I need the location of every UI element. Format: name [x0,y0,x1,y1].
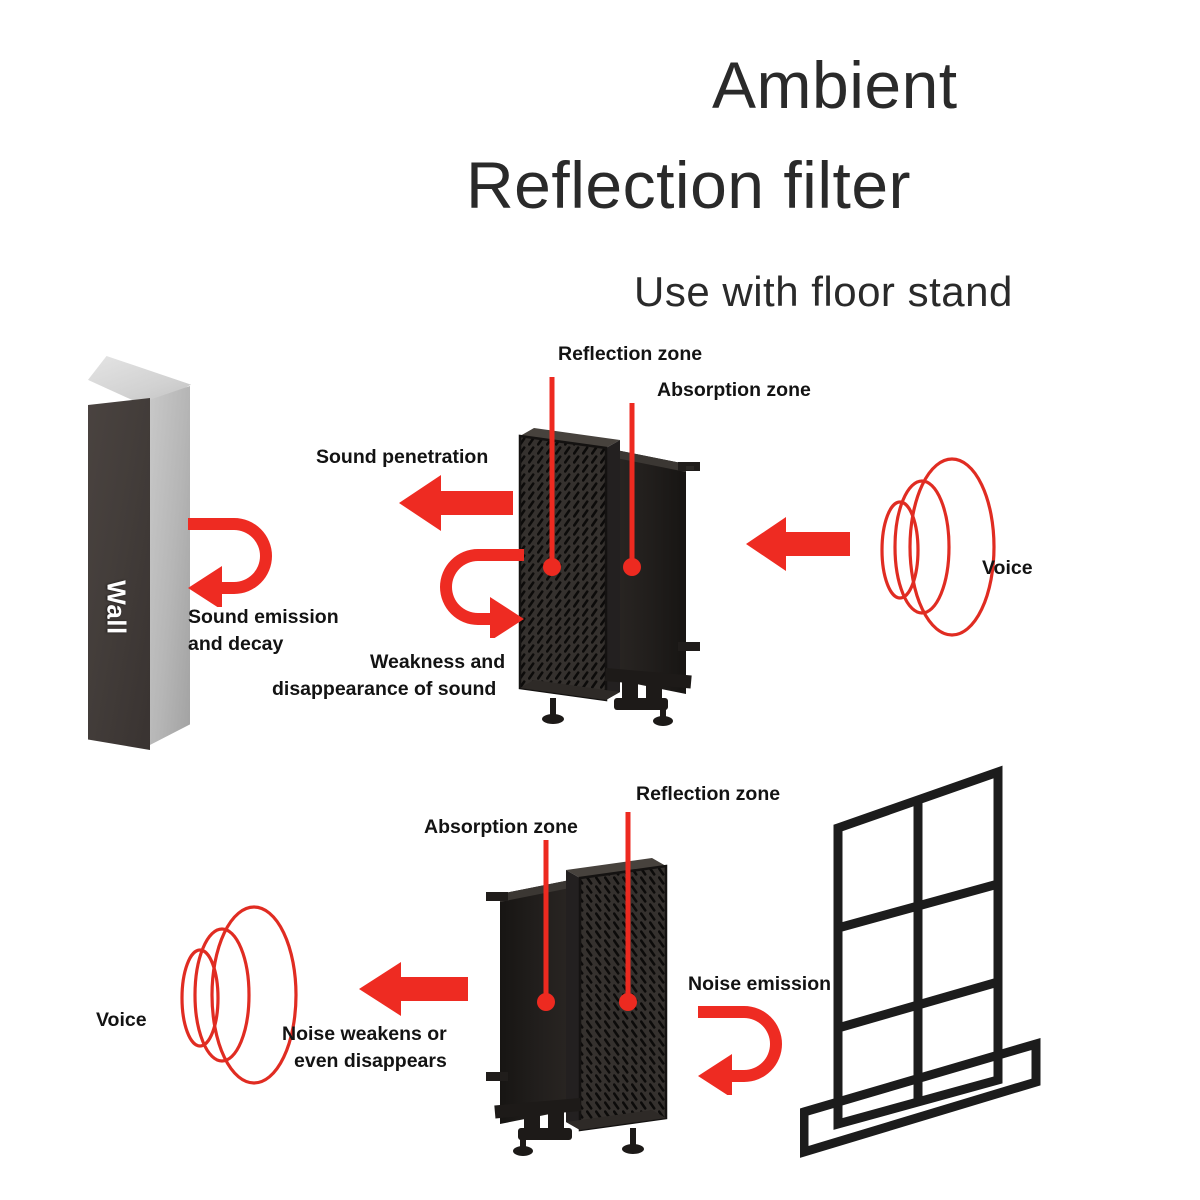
pointer-absorption-zone-lower [537,840,555,1011]
label-reflection-zone-lower: Reflection zone [636,783,781,805]
wall-block: Wall [88,356,200,756]
arrow-weakness-uturn [440,549,524,638]
window-sill [800,1037,1041,1158]
window-graphic [800,765,1041,1158]
label-noise-weakens-line1: Noise weakens or [282,1023,447,1045]
lower-pointer-lines [537,812,637,1011]
arrow-voice-input-upper [746,517,850,571]
acoustic-panel-upper [518,428,700,726]
panel-absorption-body [606,448,700,694]
label-sound-emission-line1: Sound emission [188,606,339,628]
label-weakness-line1: Weakness and [370,651,506,673]
pointer-reflection-zone-upper [543,377,561,576]
label-reflection-zone-upper: Reflection zone [558,343,703,365]
label-absorption-zone-lower: Absorption zone [424,816,578,838]
label-sound-penetration: Sound penetration [316,446,489,468]
arrow-sound-emission-uturn [188,518,272,607]
panel-stand-bracket [494,1098,644,1156]
page-title-line-2: Reflection filter [466,148,912,222]
upper-pointer-lines [543,377,641,576]
panel-stand-bracket [542,667,692,726]
pointer-reflection-zone-lower [619,812,637,1011]
label-voice-lower: Voice [96,1009,147,1031]
arrow-noise-weakens [359,962,468,1016]
pointer-absorption-zone-upper [623,403,641,576]
page-title-line-1: Ambient [712,48,958,122]
window-mullion-horizontal-1 [836,879,1000,933]
label-noise-weakens-line2: even disappears [294,1050,447,1072]
label-weakness-line2: disappearance of sound [272,678,497,700]
arrow-sound-penetration [399,475,513,531]
wall-label: Wall [101,580,132,635]
sound-wave-voice-upper [880,457,996,637]
wall-front-face [88,398,150,750]
label-voice-upper: Voice [982,557,1033,579]
label-sound-emission-line2: and decay [188,633,284,655]
arrow-noise-emission-uturn [698,1006,782,1095]
sound-wave-voice-lower [180,905,298,1085]
label-absorption-zone-upper: Absorption zone [657,379,811,401]
page-subtitle: Use with floor stand [634,268,1013,315]
panel-reflection-face [518,428,620,702]
window-mullion-horizontal-2 [836,977,1000,1033]
wall-side-face [148,386,190,746]
label-noise-emission: Noise emission [688,973,832,995]
